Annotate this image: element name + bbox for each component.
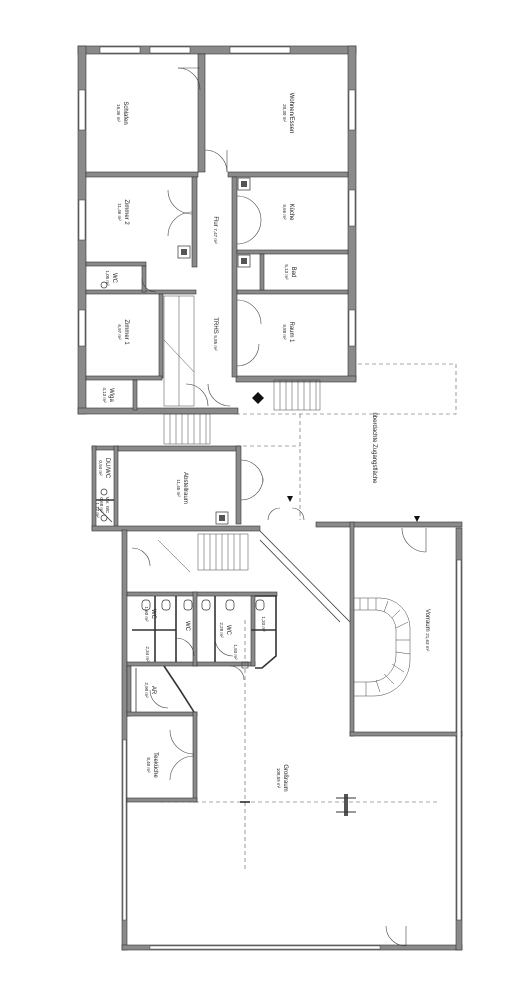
room-bad: Bad 5,13 m² [284,264,296,280]
spiral-stair [354,597,411,697]
room-name: AR [150,686,156,695]
upper-apartment-doors [141,67,262,407]
room-area: 20,30 m² [282,104,287,122]
room-name: Großraum [282,764,288,791]
room-name: Zimmer 2 [123,199,129,225]
room-zimmer1: Zimmer 1 6,97 m² [117,319,129,345]
room-name: WC [225,625,231,636]
room-area: 8,40 m² [146,757,151,773]
room-ue: 1,12 m² [95,502,100,518]
room-teekueche: Teeküche 8,40 m² [146,752,158,778]
room-kueche: Küche 9,66 m² [282,203,294,221]
room-grossraum: Großraum 108,59 m² [276,764,288,791]
room-area: 1,12 m² [95,502,100,518]
room-wcsmall2: 1,93 m² [233,644,238,660]
room-area: 1,05 m² [105,270,110,286]
room-name: Flur [212,216,218,226]
room-area: 6,97 m² [117,324,122,340]
room-wc3: WC 2,28 m² [219,622,231,638]
room-wiga: Wiga 4,13 m² [102,387,114,403]
room-area: 4,13 m² [102,387,107,403]
wc-block [126,533,278,803]
room-name: Wiga [108,388,114,402]
room-name: Vor. WC [105,497,110,514]
room-duwc: DU/WC 0,94 m² [98,458,110,479]
room-area: 2,90 m² [144,682,149,698]
room-area: 11,46 m² [117,203,122,221]
room-raum1: Raum 1 9,88 m² [282,321,294,343]
room-trhs: TRHS 5,85 m² [212,317,218,351]
room-vorraum: Vorraum 21,63 m² [424,609,430,652]
room-area: 11,45 m² [176,479,181,497]
room-name: TRHS [212,317,218,333]
exterior-stairs [163,379,321,445]
room-area: 0,94 m² [98,460,103,476]
upper-apartment-walls [77,45,357,415]
room-area: 0,68 m² [99,497,104,513]
room-name: Wohnen/Essen [288,93,294,134]
svg-text:Flur 7,47 m²: Flur 7,47 m² [212,216,218,244]
room-labels: Schlafen 16,36 m² Wohnen/Essen 20,30 m² … [95,93,430,792]
svg-text:TRHS 5,85 m²: TRHS 5,85 m² [212,317,218,351]
room-area: 1,33 m² [261,616,266,632]
room-wohnen: Wohnen/Essen 20,30 m² [282,93,294,134]
room-name: WC [111,273,117,284]
svg-text:Vorraum 21,63 m²: Vorraum 21,63 m² [424,609,430,652]
room-wc4: WC [184,621,190,632]
room-wc4-area: 2,34 m² [145,646,150,662]
room-area: 5,13 m² [284,264,289,280]
room-name: Abstellraum [182,472,188,504]
hall-axis-lines [160,620,440,870]
room-area: 9,66 m² [282,204,287,220]
room-area: 7,47 m² [213,228,218,244]
room-name: Teeküche [152,752,158,778]
room-name: Küche [288,203,294,221]
room-zimmer2: Zimmer 2 11,46 m² [117,199,129,225]
room-name: Raum 1 [288,321,294,343]
room-area: 1,93 m² [233,644,238,660]
room-vorwc: Vor. WC 0,68 m² [99,497,110,514]
upper-apartment-fixtures [100,177,251,289]
room-wc2: WC 1,60 m² [144,606,156,622]
room-flur: Flur 7,47 m² [212,216,218,244]
covered-access-area: überdachte Zugangsfläche [236,363,457,520]
room-ar: AR 2,90 m² [144,682,156,698]
room-area: 21,63 m² [425,633,430,651]
room-wcsmall: 1,33 m² [261,616,266,632]
room-name: WC [150,609,156,620]
room-name: Zimmer 1 [123,319,129,345]
trhs-stair [163,295,195,407]
room-area: 9,88 m² [282,324,287,340]
room-abstellraum: Abstellraum 11,45 m² [176,472,188,504]
room-wc1: WC 1,05 m² [105,270,117,286]
room-name: DU/WC [104,458,110,479]
room-schlafen: Schlafen 16,36 m² [116,101,128,124]
label-zugang: überdachte Zugangsfläche [371,412,377,484]
room-area: 2,28 m² [219,622,224,638]
middle-walls [91,445,420,532]
room-name: Schlafen [122,101,128,124]
room-name: Bad [290,267,296,278]
room-name: Vorraum [424,609,430,632]
room-area: 108,59 m² [276,768,281,789]
lower-hall-walls [121,521,463,951]
room-area: 2,34 m² [145,646,150,662]
room-area: 16,36 m² [116,104,121,122]
room-name: WC [184,621,190,632]
room-area: 5,85 m² [213,335,218,351]
room-area: 1,60 m² [144,606,149,622]
